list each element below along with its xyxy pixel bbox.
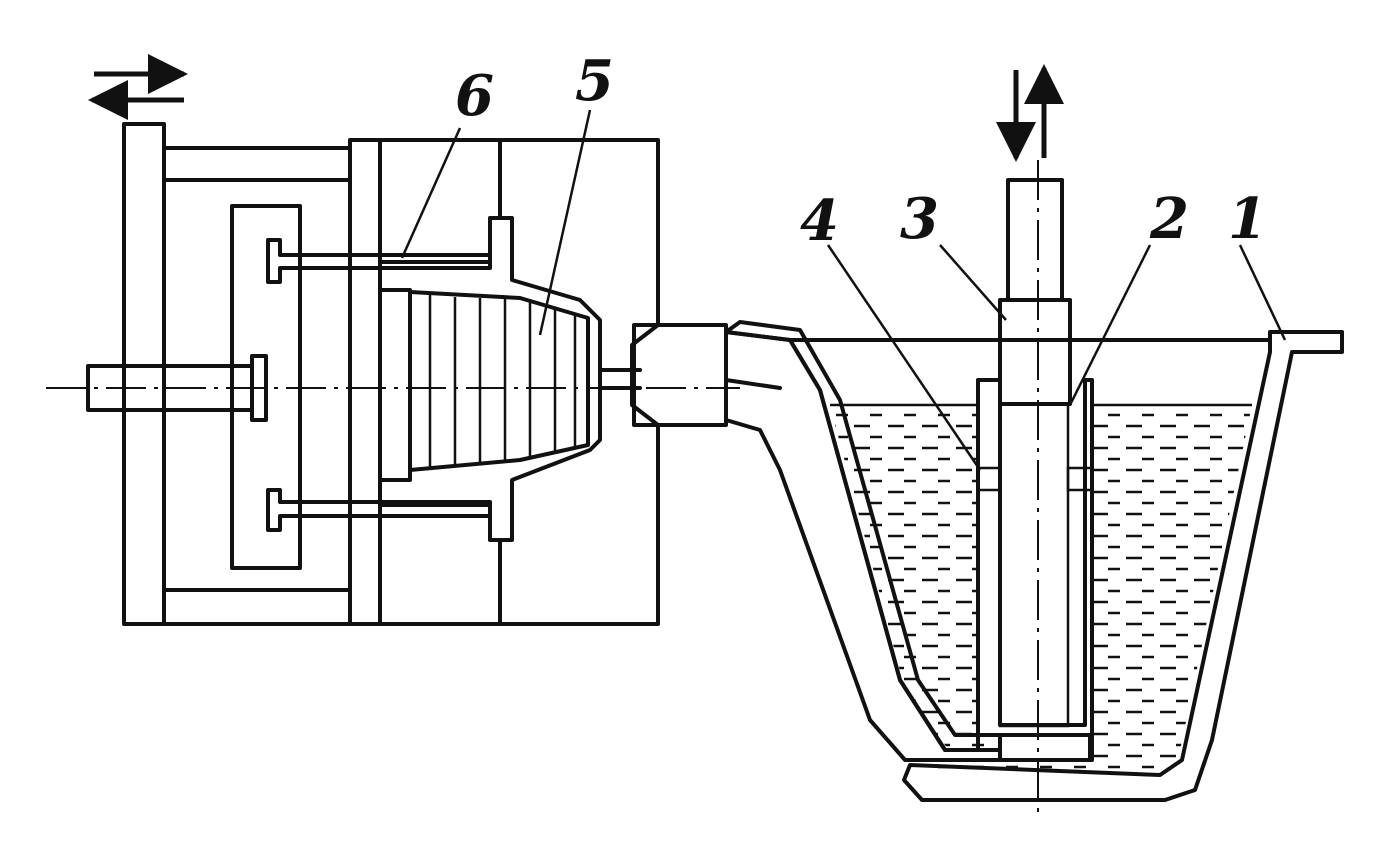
- nozzle-block: [632, 323, 728, 427]
- leader-4: [826, 244, 982, 471]
- label-3: 3: [900, 186, 939, 252]
- label-6: 6: [455, 63, 494, 129]
- ejector-pin-upper: [266, 238, 492, 284]
- crucible: [788, 178, 1344, 802]
- moving-platen: [348, 138, 382, 626]
- casting-cavity: [408, 290, 590, 472]
- cylinder-bore: [998, 402, 1070, 728]
- leader-1: [1238, 244, 1287, 341]
- leader-5: [538, 109, 592, 336]
- plunger: [998, 298, 1072, 406]
- crucible-shell: [902, 330, 1344, 802]
- clamp-plate: [122, 122, 166, 626]
- label-4: 4: [800, 188, 839, 254]
- plunger-rod: [1006, 178, 1064, 302]
- pressure-cylinder: [976, 378, 1094, 762]
- moving-die-half: [378, 138, 502, 626]
- molten-metal: [830, 405, 1000, 752]
- label-1: 1: [1228, 186, 1267, 252]
- leader-6: [400, 127, 462, 259]
- double-arrow-horizontal-icon: [88, 54, 188, 120]
- core-shoulder: [378, 288, 412, 482]
- die-assembly: [86, 122, 728, 626]
- bottom-frame-rail: [162, 588, 352, 626]
- leader-2: [1068, 244, 1152, 406]
- label-2: 2: [1149, 186, 1189, 252]
- leader-3: [939, 244, 1007, 321]
- double-arrow-vertical-icon: [996, 64, 1064, 162]
- ejector-pin-lower: [266, 488, 492, 532]
- label-5: 5: [575, 48, 614, 114]
- top-frame-rail: [162, 146, 352, 182]
